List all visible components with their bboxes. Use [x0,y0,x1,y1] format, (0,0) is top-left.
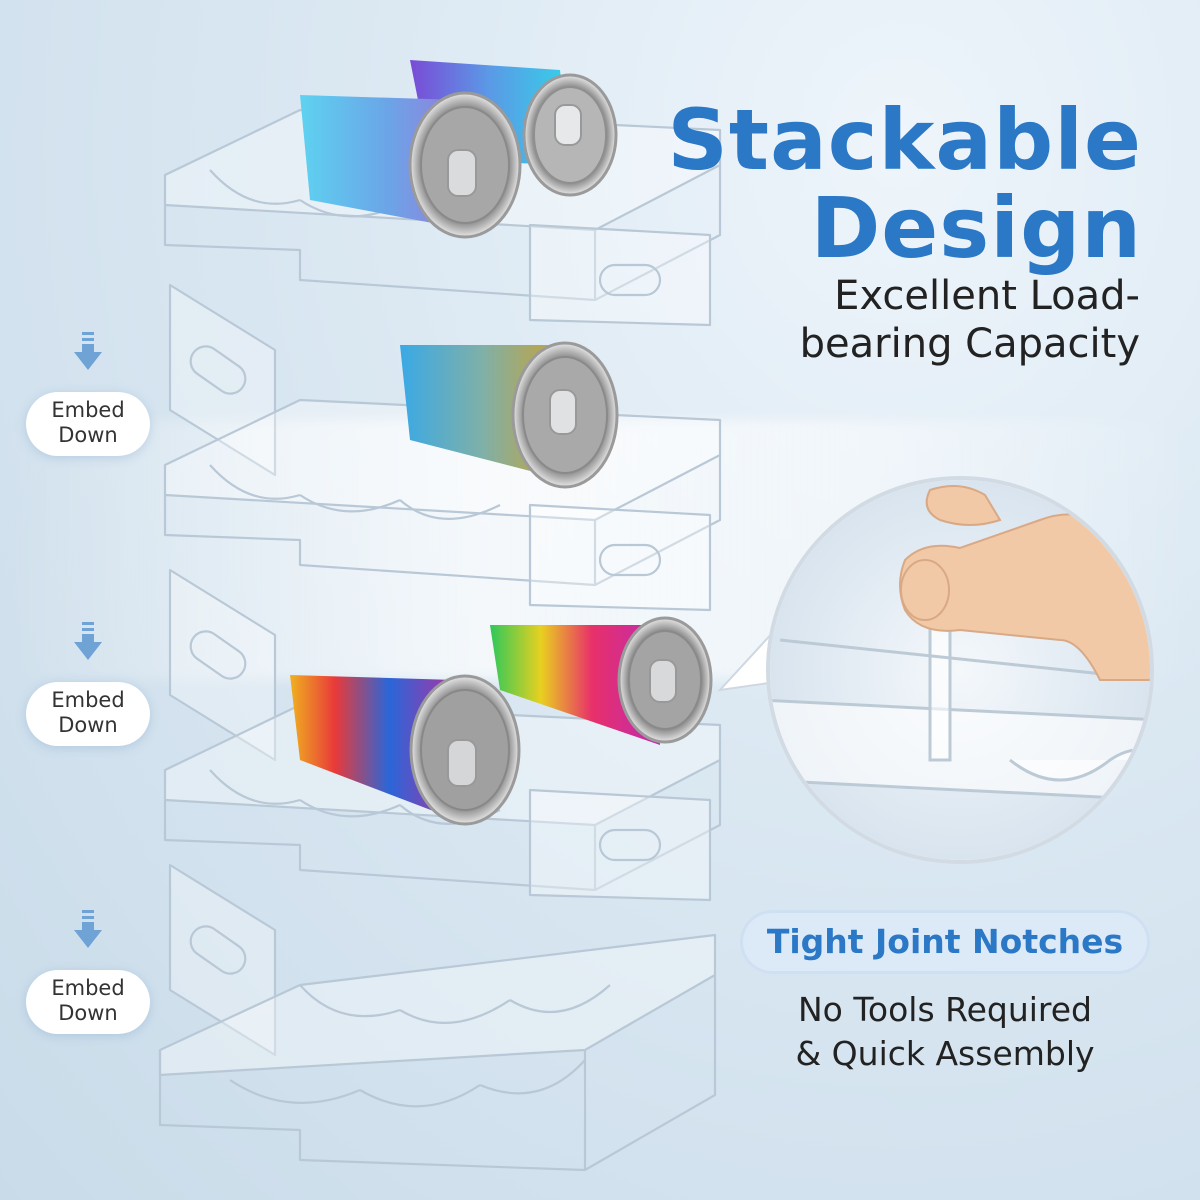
headline-line2: Design [810,179,1142,277]
zoom-callout [717,476,1154,864]
footnote-line1: No Tools Required [797,990,1093,1029]
headline-line1: Stackable [667,91,1142,189]
subheadline-line2: bearing Capacity [799,321,1140,367]
headline: Stackable Design [667,96,1142,272]
down-arrow-icon [74,332,102,370]
down-arrow-icon [74,910,102,948]
tumbler-cup [410,60,618,197]
rack-tier-4 [158,863,717,1172]
embed-down-line1: Embed [51,976,125,1000]
feature-pill: Tight Joint Notches [740,910,1150,974]
embed-down-line1: Embed [51,398,125,422]
hand-photo [899,485,1150,681]
embed-down-line1: Embed [51,688,125,712]
tumbler-cup [400,341,619,489]
tumbler-cup [290,674,521,826]
footnote: No Tools Required & Quick Assembly [740,988,1150,1076]
footnote-line2: & Quick Assembly [795,1034,1095,1073]
feature-pill-label: Tight Joint Notches [766,922,1124,961]
tumbler-cup [490,616,713,745]
down-arrow-icon [74,622,102,660]
embed-down-line2: Down [58,423,118,447]
embed-down-label: Embed Down [26,682,150,746]
embed-down-label: Embed Down [26,970,150,1034]
subheadline-line1: Excellent Load- [834,273,1140,319]
tumbler-cup [300,91,522,239]
embed-down-label: Embed Down [26,392,150,456]
embed-down-line2: Down [58,713,118,737]
embed-down-line2: Down [58,1001,118,1025]
subheadline: Excellent Load- bearing Capacity [800,272,1140,368]
